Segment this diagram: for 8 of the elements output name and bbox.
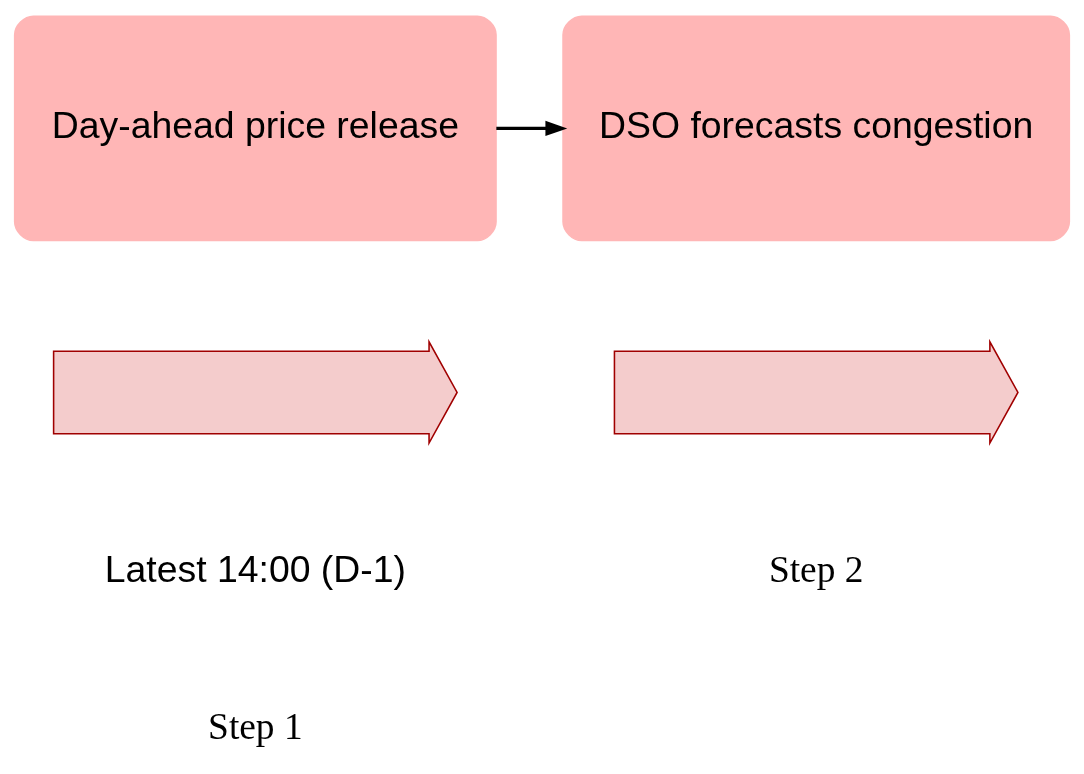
node-box: DSO forecasts congestion (562, 15, 1071, 242)
node-box: Day-ahead price release (13, 15, 497, 242)
node-arrow (52, 338, 458, 447)
node-label: Step 1 (208, 706, 303, 748)
node-arrow (613, 338, 1019, 447)
node-label: Latest 14:00 (D-1) (104, 548, 406, 591)
arrow (496, 120, 568, 137)
node-label: Step 2 (768, 549, 864, 591)
